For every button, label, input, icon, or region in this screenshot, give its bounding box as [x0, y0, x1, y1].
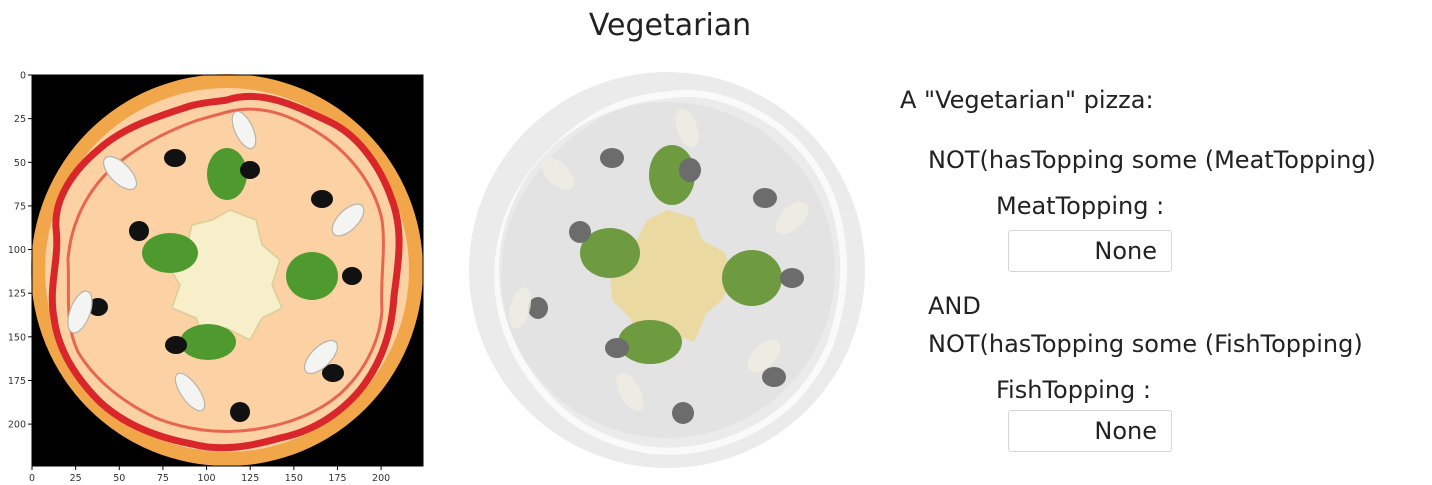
x-tick-label: 200: [372, 473, 390, 484]
and-label: AND: [928, 292, 981, 320]
fish-topping-field[interactable]: None: [1008, 410, 1172, 452]
olive: [342, 267, 362, 285]
faded-olive: [780, 268, 804, 288]
x-tick-label: 150: [285, 473, 303, 484]
faded-olive: [569, 221, 591, 243]
y-tick-label: 175: [8, 376, 26, 387]
condition-meat: NOT(hasTopping some (MeatTopping): [928, 146, 1376, 174]
image-area: [31, 74, 423, 466]
faded-spinach-leaf: [618, 320, 682, 364]
x-tick-label: 125: [241, 473, 259, 484]
olive: [311, 190, 333, 208]
faded-pizza-explanation: [462, 70, 872, 470]
x-tick-label: 25: [70, 473, 82, 484]
x-tick-label: 175: [328, 473, 346, 484]
olive: [165, 336, 187, 354]
pizza-image-plot: 0 25 50 75 100 125 150 175 200 0 25 50 75 100 125 150 1…: [0, 60, 440, 485]
figure-title: Vegetarian: [560, 8, 780, 43]
olive: [164, 149, 186, 167]
spinach-leaf: [142, 233, 198, 273]
faded-olive: [762, 367, 786, 387]
x-axis-ticks: 0 25 50 75 100 125 150 175 200: [29, 466, 390, 484]
spinach-leaf: [207, 148, 247, 200]
spinach-leaf: [286, 252, 338, 300]
fish-topping-label: FishTopping :: [996, 376, 1151, 404]
faded-olive: [753, 188, 777, 208]
faded-olive: [600, 148, 624, 168]
y-tick-label: 200: [8, 420, 26, 431]
y-tick-label: 25: [14, 114, 26, 125]
olive: [230, 402, 250, 422]
faded-olive: [672, 402, 694, 424]
y-tick-label: 50: [14, 158, 26, 169]
y-tick-label: 125: [8, 289, 26, 300]
olive: [129, 221, 149, 241]
y-tick-label: 0: [20, 71, 26, 82]
x-tick-label: 50: [113, 473, 125, 484]
meat-topping-field[interactable]: None: [1008, 230, 1172, 272]
olive: [240, 161, 260, 179]
y-axis-ticks: 0 25 50 75 100 125 150 175 200: [8, 71, 32, 431]
x-tick-label: 75: [157, 473, 169, 484]
y-tick-label: 75: [14, 201, 26, 212]
faded-olive: [605, 338, 629, 358]
x-tick-label: 0: [29, 473, 35, 484]
condition-fish: NOT(hasTopping some (FishTopping): [928, 330, 1363, 358]
spinach-leaf: [180, 324, 236, 360]
panel-heading: A "Vegetarian" pizza:: [900, 86, 1154, 114]
x-tick-label: 100: [197, 473, 215, 484]
y-tick-label: 100: [8, 245, 26, 256]
faded-olive: [679, 158, 701, 182]
meat-topping-label: MeatTopping :: [996, 192, 1164, 220]
y-tick-label: 150: [8, 332, 26, 343]
faded-spinach-leaf: [722, 250, 782, 306]
